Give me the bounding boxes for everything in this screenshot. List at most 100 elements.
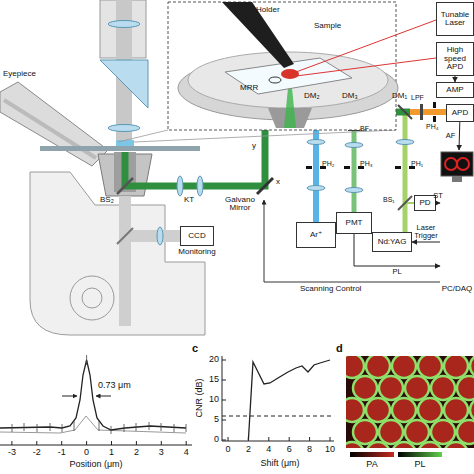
pa-pl-image (366, 356, 390, 378)
microscope (70, 276, 114, 320)
legend-text: PL (414, 460, 425, 469)
pa-pl-image (346, 356, 364, 378)
profile-plot (0, 445, 192, 446)
detector-box: APD (446, 104, 474, 122)
pa-pl-image (444, 398, 468, 422)
optical-path (452, 176, 462, 182)
part-label: Sample (314, 22, 341, 30)
signal-connector (455, 76, 456, 82)
component-label: KT (184, 196, 194, 204)
optical-path (433, 116, 436, 122)
tick-label: 0 (225, 445, 230, 454)
tick-label: 10 (209, 395, 219, 404)
part-label: MRR (240, 84, 258, 92)
stage-inset (118, 2, 436, 142)
pa-pl-image (405, 420, 429, 444)
pa-pl-image (444, 356, 468, 378)
panel-letter: c (192, 343, 198, 355)
microscope (117, 228, 133, 244)
optical-path (307, 140, 325, 145)
tick-label: 5 (214, 415, 219, 424)
tick-label: 2 (134, 448, 139, 457)
optical-path (264, 200, 440, 282)
tick-label: 3 (159, 448, 164, 457)
signal-connector (459, 122, 461, 150)
optical-path (345, 143, 363, 148)
optical-path (398, 196, 412, 210)
pa-pl-image (346, 398, 364, 422)
legend-swatch (350, 452, 394, 457)
pa-pl-image (392, 398, 416, 422)
tick-label: -2 (33, 448, 41, 457)
tick-label: 2 (246, 445, 251, 454)
optical-path (345, 188, 363, 193)
node-text: CCD (188, 232, 205, 240)
microscope (108, 21, 140, 28)
microscope (119, 196, 131, 326)
stage-inset (296, 20, 436, 72)
cnr-plot (222, 416, 334, 417)
pa-pl-image (392, 356, 416, 378)
microscope (0, 82, 108, 166)
tick-label: 6 (287, 445, 292, 454)
node-text: PMT (346, 219, 363, 227)
tick-label: 20 (209, 355, 219, 364)
panel-letter: d (336, 343, 343, 355)
node-text: APD (452, 109, 468, 117)
detector-box: PMT (336, 212, 372, 234)
optical-path (441, 152, 473, 176)
pa-pl-image (431, 420, 455, 444)
detector-box: PD (414, 195, 436, 211)
pa-pl-image (379, 376, 403, 400)
optical-path (398, 105, 412, 119)
laser-box: Tunable Laser (436, 2, 474, 36)
node-text: PD (419, 199, 430, 207)
tick-label: -3 (8, 448, 16, 457)
component-label: Galvano Mirror (218, 196, 262, 213)
microscope (108, 125, 140, 132)
signal-label: Laser Trigger (411, 224, 441, 240)
pa-pl-image (470, 356, 474, 378)
axis-title: Position (μm) (69, 460, 122, 469)
component-label: BS₁ (383, 196, 395, 203)
component-label: BS₂ (100, 196, 114, 204)
node-text: Nd:YAG (378, 238, 407, 246)
node-text: High speed APD (437, 46, 473, 71)
node-text: PC/DAQ (442, 285, 473, 293)
pa-pl-image (418, 356, 442, 378)
optical-path (307, 186, 325, 191)
legend-text: PA (366, 460, 377, 469)
node-text: Tunable Laser (437, 11, 473, 28)
tick-label: 10 (325, 445, 335, 454)
dimension-label: 0.73 μm (98, 381, 131, 390)
part-label: Eyepiece (3, 70, 36, 78)
signal-label: PL (392, 268, 401, 276)
cnr-plot (248, 360, 330, 440)
component-label: Monitoring (178, 248, 215, 256)
profile-plot (12, 441, 186, 445)
node-text: AMP (446, 86, 463, 94)
optical-path (117, 178, 133, 194)
pa-pl-image (405, 376, 429, 400)
pa-pl-image (418, 442, 442, 448)
axis-label: y (252, 142, 256, 150)
pa-pl-image (470, 398, 474, 422)
stage-inset (118, 130, 168, 142)
component-label: BF (360, 125, 369, 132)
pa-pl-image (353, 420, 377, 444)
optical-path (257, 178, 273, 194)
legend-swatch (398, 452, 442, 457)
microscope (40, 146, 200, 151)
profile-plot (96, 396, 111, 397)
axis-title: Shift (μm) (260, 459, 299, 468)
cnr-plot (222, 360, 330, 441)
profile-plot (12, 355, 186, 434)
tick-label: 0 (214, 435, 219, 444)
laser-box: Ar⁺ (296, 222, 336, 248)
optical-path (395, 166, 401, 169)
pa-pl-image (366, 398, 390, 422)
computer-box: PC/DAQ (440, 150, 474, 295)
axis-label: x (276, 178, 280, 186)
